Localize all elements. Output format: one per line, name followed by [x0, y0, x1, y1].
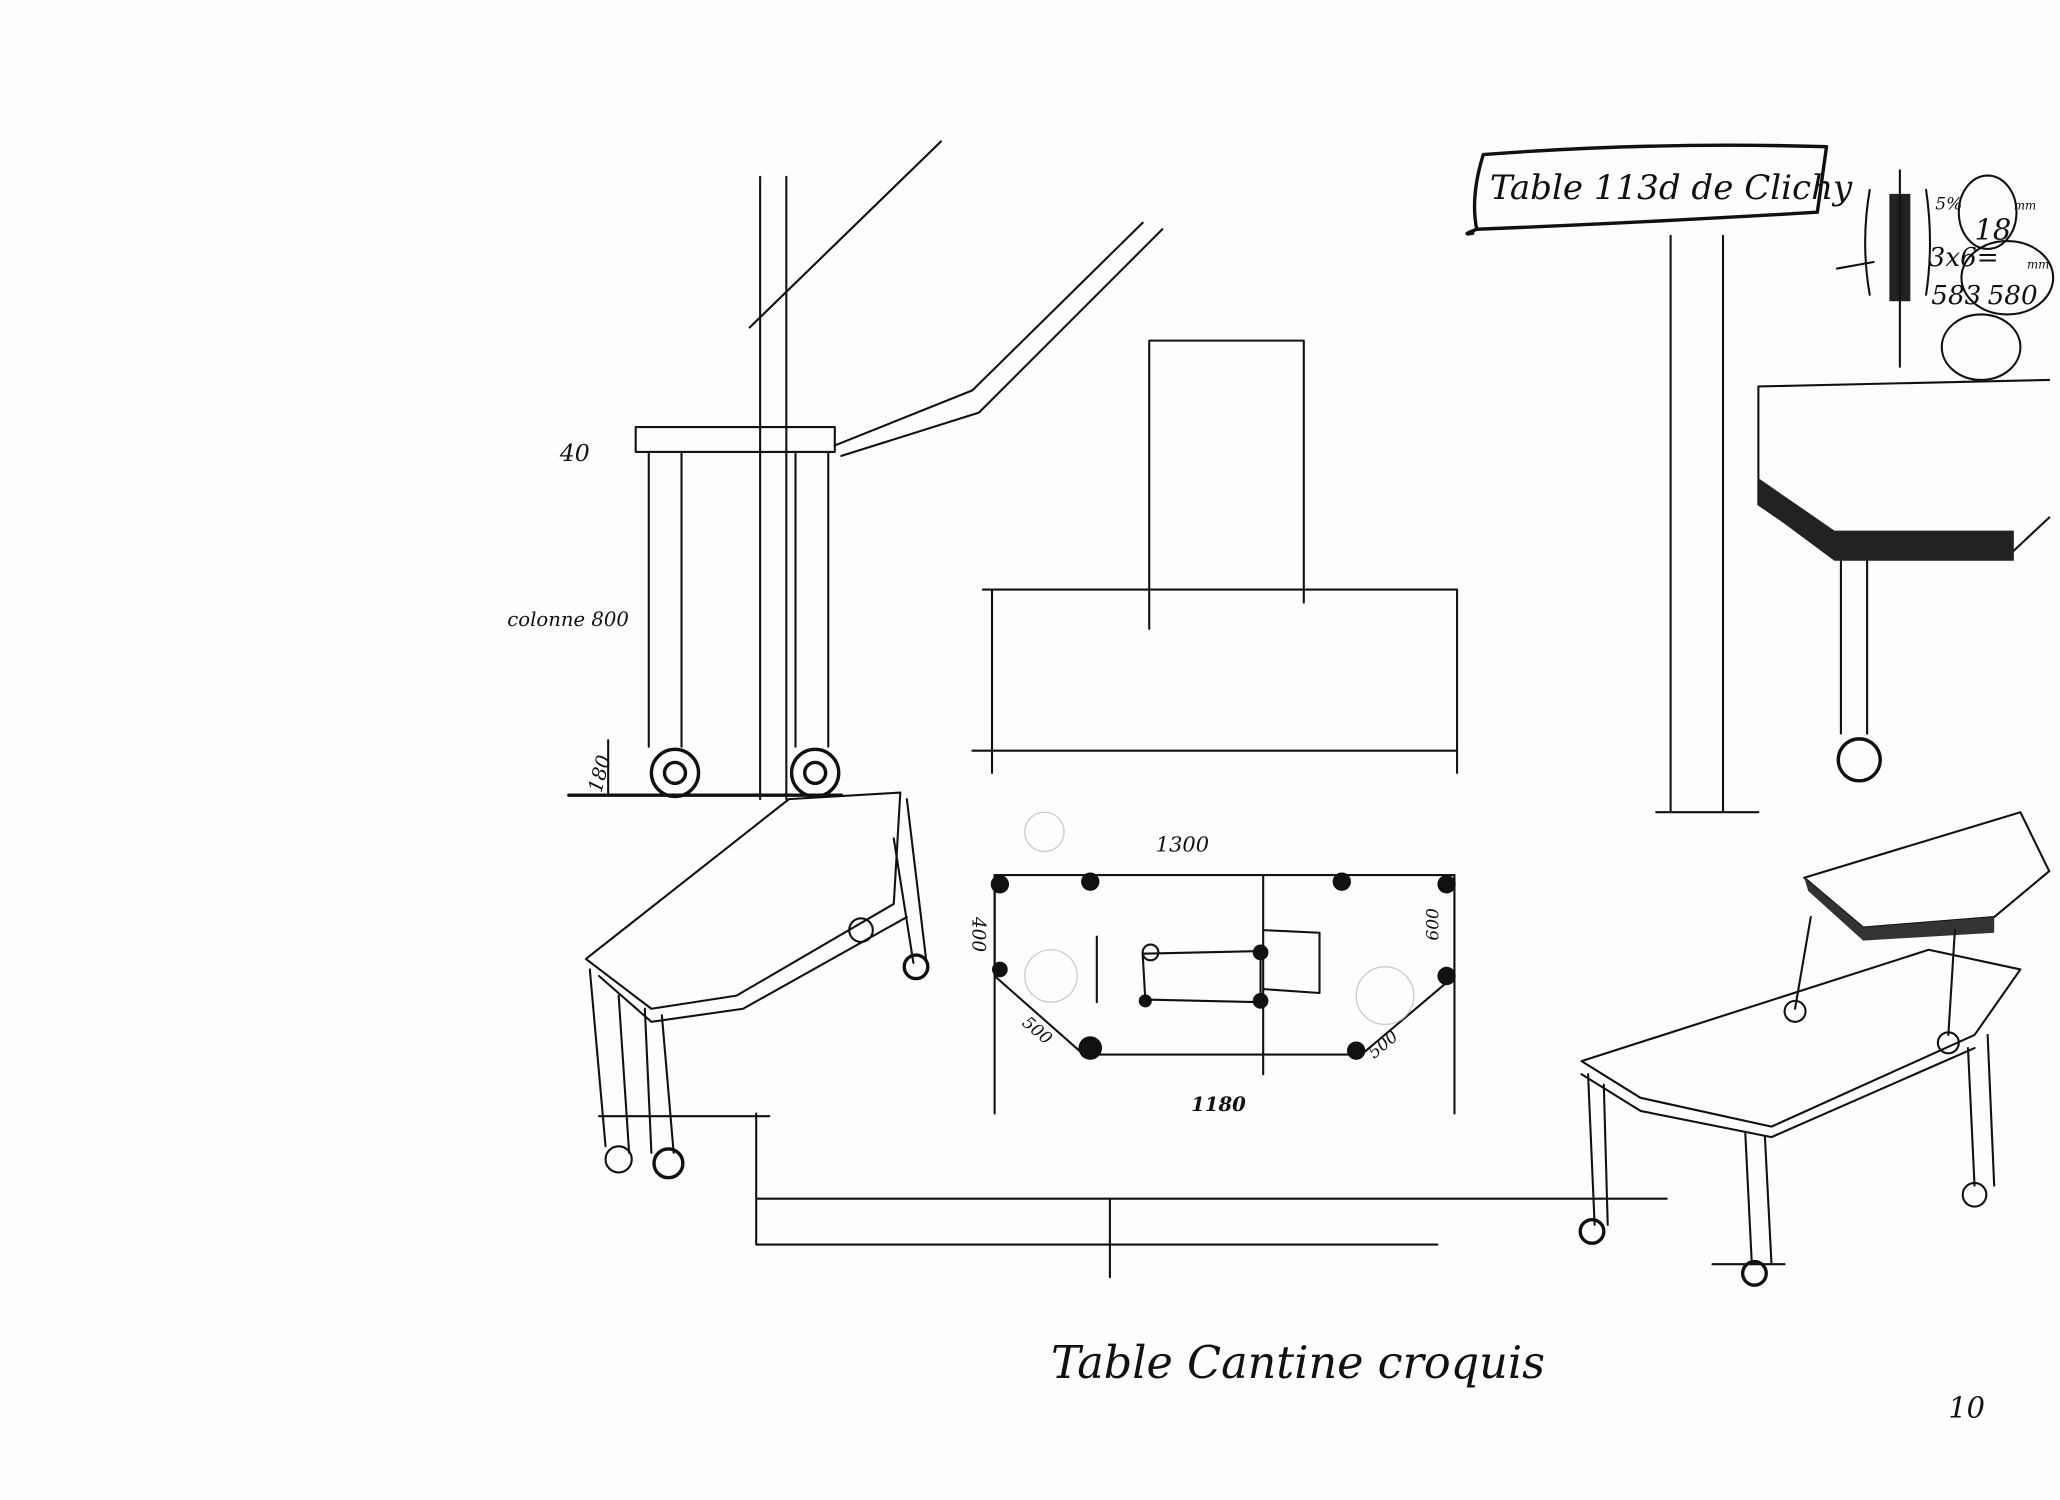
- stair-elevation: 40 colonne 800 180: [507, 140, 1164, 801]
- plan-view: 1300 1180 400 600 500 500: [967, 811, 1456, 1116]
- note-ratio: 5%: [1935, 195, 1962, 215]
- title-banner: Table 113d de Clichy: [1465, 143, 1853, 236]
- dim-top-length: 1300: [1156, 833, 1209, 857]
- dim-bottom-length: 1180: [1191, 1093, 1246, 1116]
- dim-right-diagonal: 500: [1365, 1027, 1403, 1063]
- dim-wheel-height: 180: [584, 753, 616, 795]
- right-section-detail: 5% 3x6= 18 mm 583 580 mm: [1655, 169, 2055, 814]
- left-perspective-table: [584, 791, 1439, 1279]
- note-width-a: 583: [1931, 281, 1981, 311]
- note-ply-result: 18: [1975, 213, 2012, 247]
- note-width-unit: mm: [2027, 258, 2049, 272]
- front-elevation: [971, 339, 1459, 774]
- dim-leg-height: colonne 800: [507, 608, 629, 631]
- page-number: 10: [1948, 1390, 1985, 1424]
- dim-top-thickness: 40: [559, 439, 590, 467]
- title-text: Table 113d de Clichy: [1490, 168, 1853, 208]
- right-perspective-table: [1436, 811, 2051, 1287]
- note-width-b: 580: [1988, 281, 2038, 311]
- caption: Table Cantine croquis: [1051, 1337, 1545, 1389]
- dim-right-side: 600: [1424, 908, 1444, 941]
- note-ply-unit: mm: [2014, 199, 2036, 213]
- dim-left-diagonal: 500: [1018, 1013, 1056, 1049]
- note-ply: 3x6=: [1929, 243, 1999, 273]
- dim-left-side: 400: [967, 916, 988, 952]
